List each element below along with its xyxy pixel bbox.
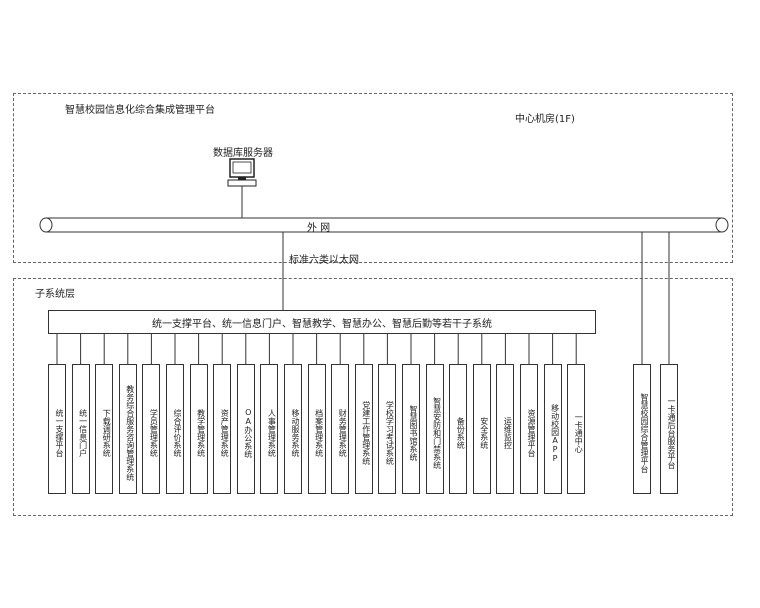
service-platform-box: 智慧校园综合管理平台 — [633, 364, 651, 494]
ethernet-label: 标准六类以太网 — [289, 255, 359, 266]
service-platform-box: 一卡通后台服务平台 — [660, 364, 678, 494]
subsystem-region — [13, 278, 733, 516]
subsystem-box: 智慧安防和门禁系统 — [425, 364, 444, 494]
network-pipe — [39, 217, 729, 233]
network-label: 外 网 — [307, 223, 331, 234]
subsystem-box: 学员管理系统 — [142, 364, 161, 494]
subsystem-box: 教务综合服务咨询管理系统 — [118, 364, 137, 494]
computer-icon — [227, 158, 257, 187]
platform-bar-label: 统一支撑平台、统一信息门户、智慧教学、智慧办公、智慧后勤等若干子系统 — [152, 318, 492, 330]
subsystem-box: 教学管理系统 — [189, 364, 208, 494]
subsystem-box: 资源管理平台 — [520, 364, 538, 494]
subsystem-box: 资产管理系统 — [213, 364, 232, 494]
subsystem-box: 学校学习考试系统 — [378, 364, 397, 494]
subsystem-box: 一卡通中心 — [567, 364, 586, 494]
subsystem-box: 安全系统 — [472, 364, 491, 494]
subsystem-box: 人事管理系统 — [260, 364, 279, 494]
subsystem-box: 综合评价系统 — [166, 364, 184, 494]
subsystem-title: 子系统层 — [35, 289, 75, 300]
subsystem-box: 移动服务系统 — [284, 364, 302, 494]
subsystem-box: 下载调研系统 — [95, 364, 114, 494]
subsystem-box: 党建工作管理系统 — [354, 364, 373, 494]
central-room-region — [13, 93, 733, 263]
subsystem-box: 财务管理系统 — [331, 364, 350, 494]
subsystem-box: 移动校园APP — [543, 364, 562, 494]
subsystem-box: 运维监控 — [496, 364, 515, 494]
platform-title: 智慧校园信息化综合集成管理平台 — [65, 105, 215, 116]
subsystem-box: 档案管理系统 — [307, 364, 326, 494]
subsystem-box: 统一支撑平台 — [48, 364, 66, 494]
subsystem-box: 统一信息门户 — [71, 364, 90, 494]
platform-bar: 统一支撑平台、统一信息门户、智慧教学、智慧办公、智慧后勤等若干子系统 — [48, 310, 596, 334]
room-label: 中心机房(1F) — [515, 114, 575, 125]
server-label: 数据库服务器 — [213, 148, 273, 159]
subsystem-box: 智慧图书馆系统 — [402, 364, 420, 494]
subsystem-box: OA办公系统 — [236, 364, 255, 494]
subsystem-box: 备份系统 — [449, 364, 468, 494]
